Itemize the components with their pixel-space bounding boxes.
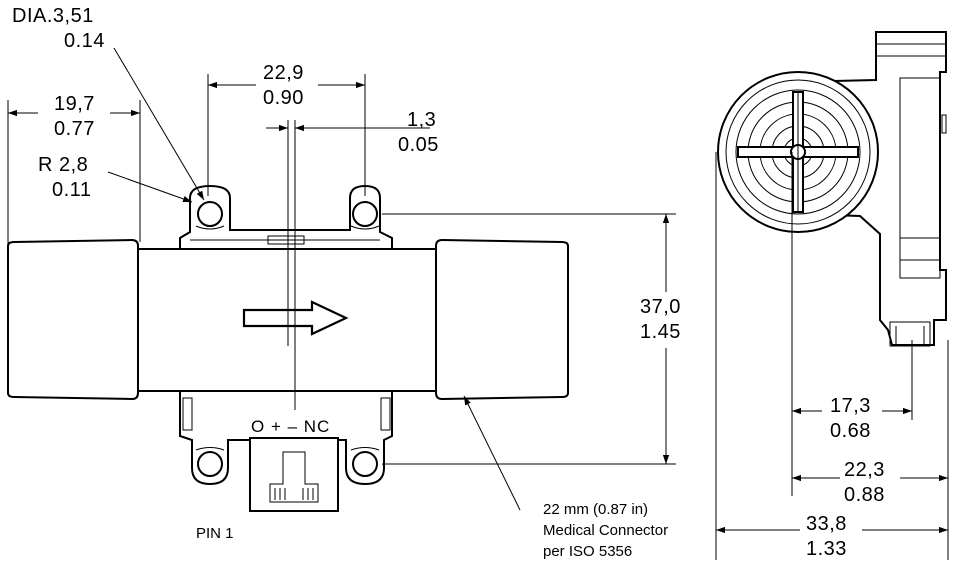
dim-side-a-in: 0.68 [830, 420, 871, 442]
connector-note-3: per ISO 5356 [543, 543, 632, 560]
front-view: O + – NC PIN 1 [7, 120, 569, 542]
flow-tube [137, 248, 437, 392]
dim-spacing-in: 0.90 [263, 87, 304, 109]
flow-arrow-icon [242, 300, 349, 336]
dim-side-a-mm: 17,3 [830, 395, 871, 417]
dim-dia-in: 0.14 [64, 30, 105, 52]
dim-side-b-in: 0.88 [844, 484, 885, 506]
dim-side-c-mm: 33,8 [806, 513, 847, 535]
mount-hole-bottom-left [197, 451, 223, 477]
left-port [7, 238, 139, 401]
dim-radius-in: 0.11 [52, 179, 91, 201]
side-dimensions: 17,3 0.68 22,3 0.88 33,8 1.33 [715, 152, 949, 560]
right-port [435, 238, 569, 401]
connector-note-1: 22 mm (0.87 in) [543, 501, 648, 518]
dim-side-c-in: 1.33 [806, 538, 847, 560]
electrical-connector [249, 437, 339, 512]
dim-radius-mm: R 2,8 [38, 154, 88, 176]
dim-height-in: 1.45 [640, 321, 681, 343]
pin1-label: PIN 1 [196, 525, 234, 542]
dim-height-mm: 37,0 [640, 296, 681, 318]
dim-dia-mm: DIA.3,51 [12, 5, 94, 27]
dim-spacing-mm: 22,9 [263, 62, 304, 84]
connector-note-2: Medical Connector [543, 522, 668, 539]
dim-offset-in: 0.05 [398, 134, 439, 156]
dim-offset-mm: 1,3 [407, 109, 436, 131]
dim-left-in: 0.77 [54, 118, 95, 140]
dim-side-b-mm: 22,3 [844, 459, 885, 481]
front-dimensions: DIA.3,51 0.14 19,7 0.77 R 2,8 0.11 22,9 … [7, 5, 681, 560]
dim-left-mm: 19,7 [54, 93, 95, 115]
mount-hole-top-right [352, 201, 378, 227]
mount-hole-bottom-right [352, 451, 378, 477]
top-mounting-plate [179, 184, 393, 250]
mount-hole-top-left [197, 201, 223, 227]
pin-labels: O + – NC [251, 417, 330, 436]
side-view [717, 31, 947, 347]
